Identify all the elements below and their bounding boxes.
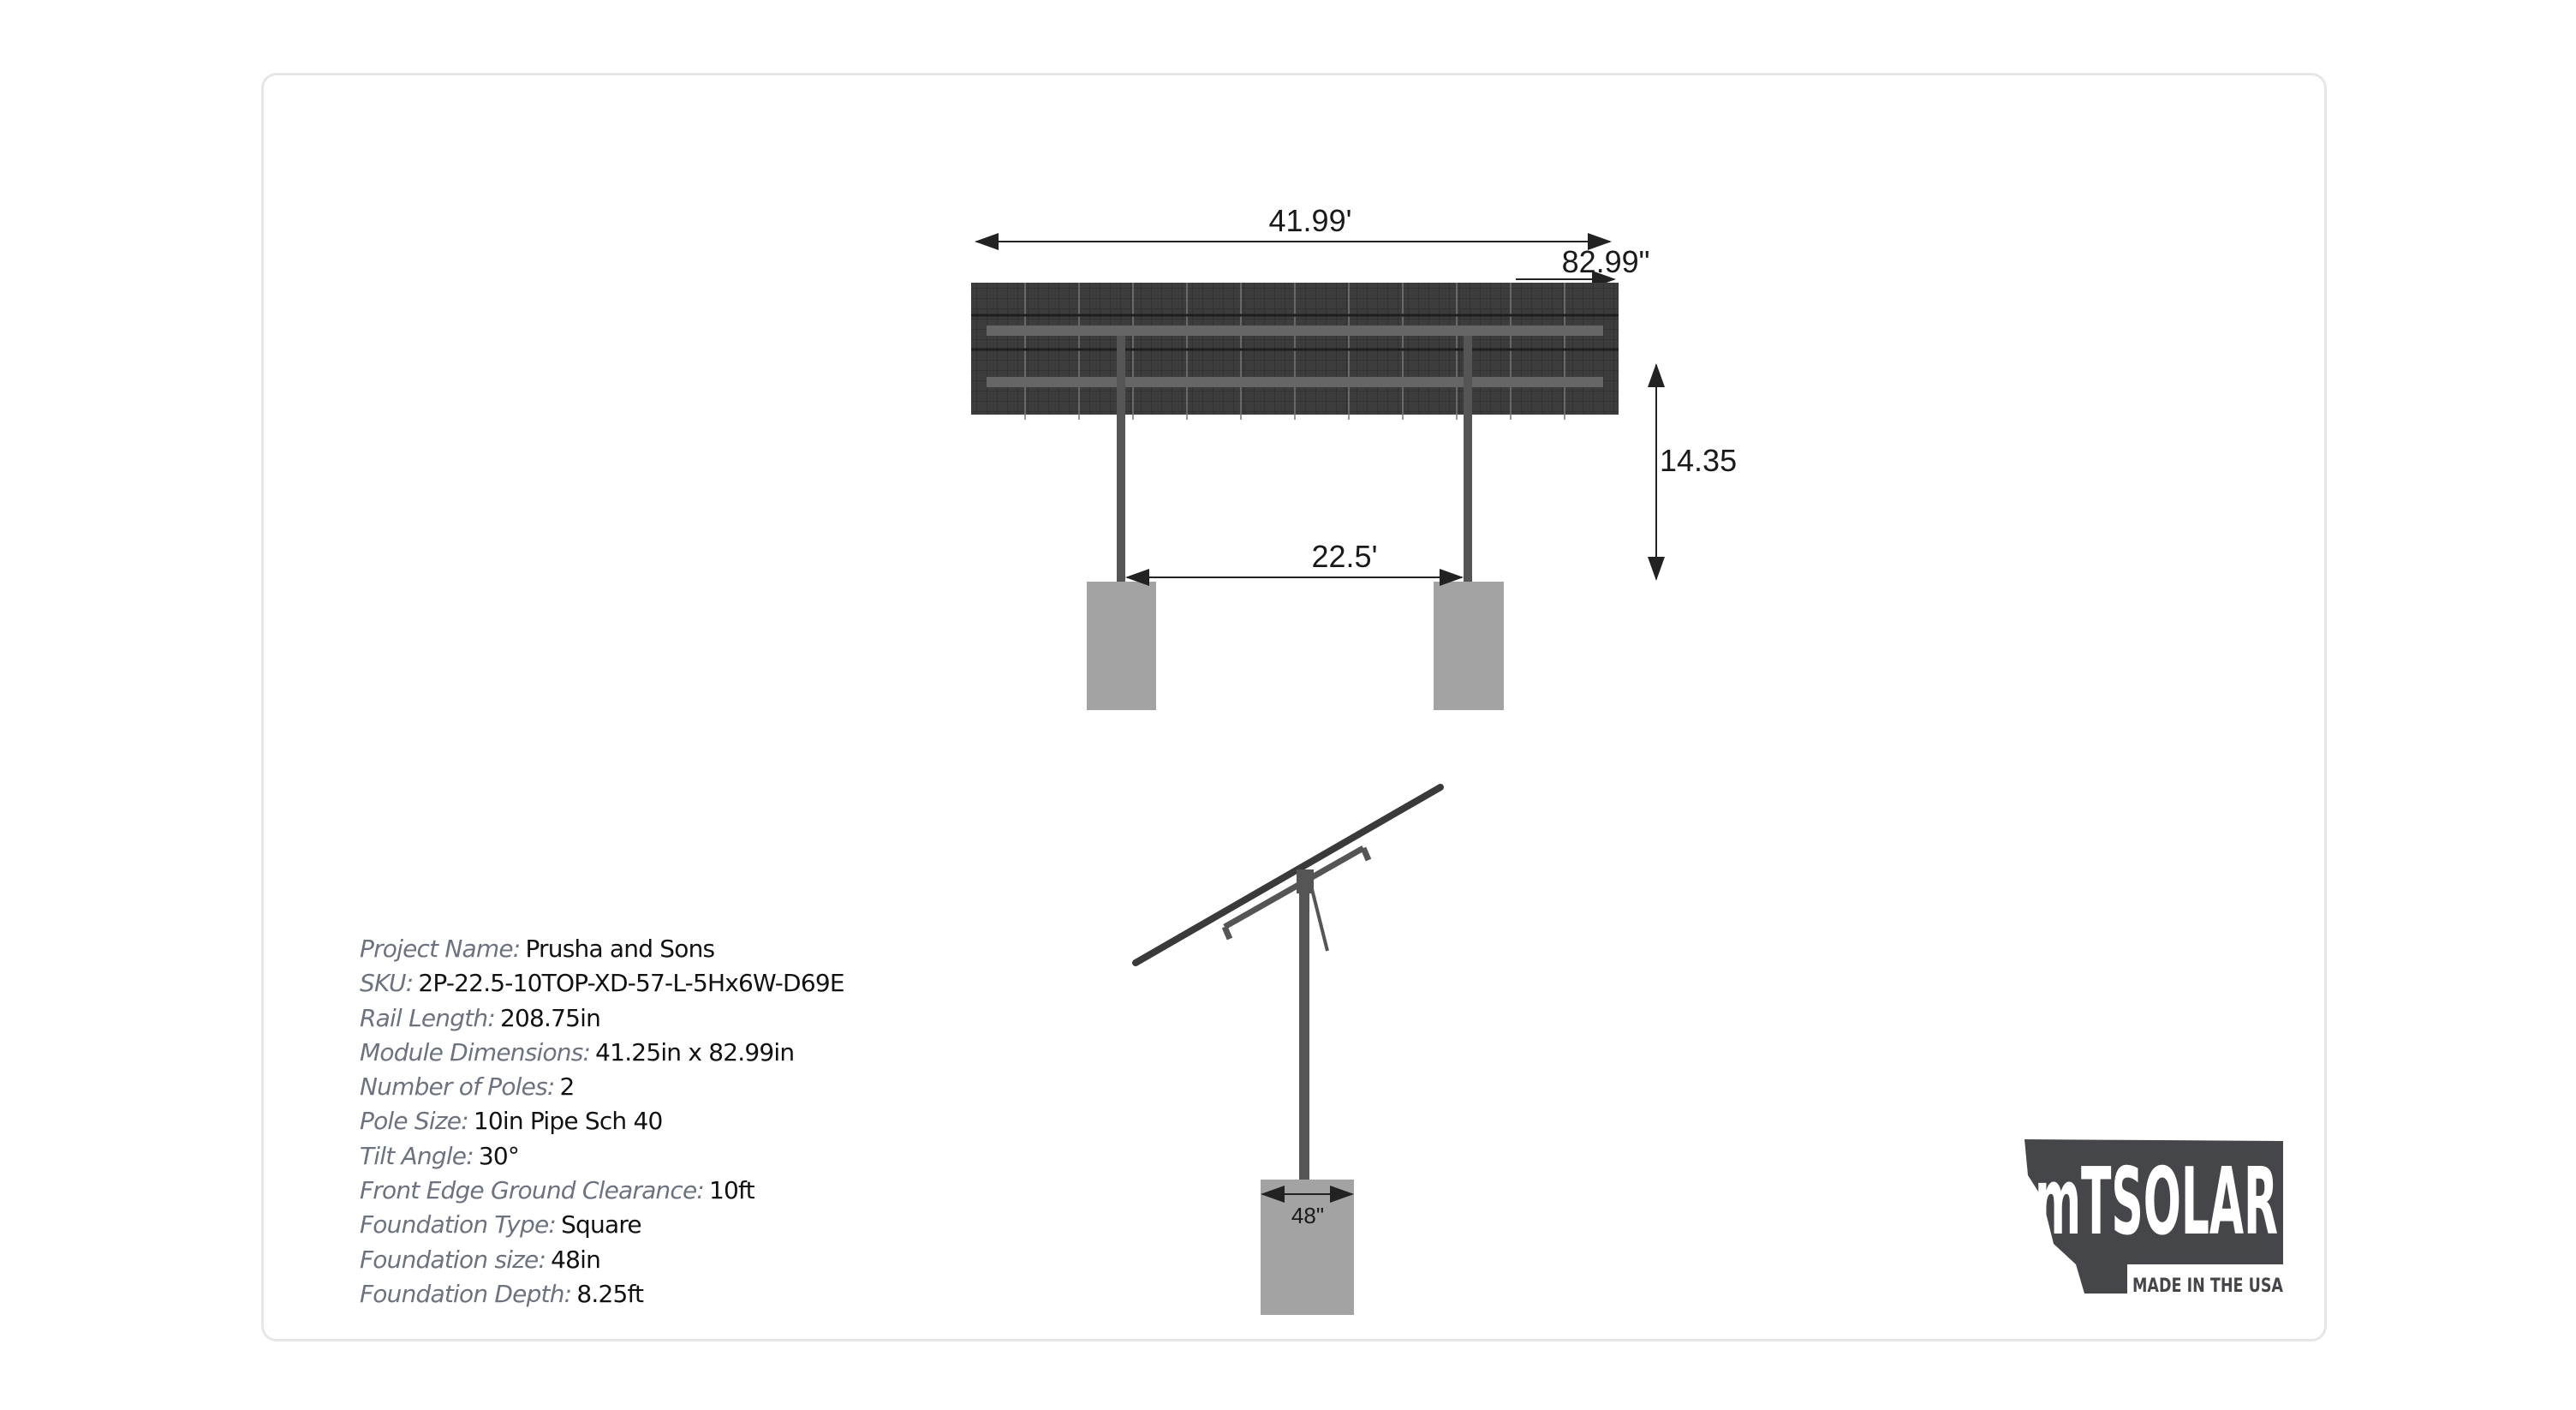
spec-label: Pole Size: bbox=[360, 1107, 469, 1136]
spec-label: Rail Length: bbox=[360, 1003, 496, 1032]
spec-row: Project Name:Prusha and Sons bbox=[360, 932, 844, 966]
spec-label: Foundation Type: bbox=[360, 1210, 557, 1240]
rail-bracket-left bbox=[1221, 925, 1233, 941]
spec-row: Foundation size:48in bbox=[360, 1243, 844, 1277]
spec-label: Module Dimensions: bbox=[360, 1037, 591, 1066]
side-pole bbox=[1299, 891, 1309, 1180]
spec-row: SKU:2P-22.5-10TOP-XD-57-L-5Hx6W-D69E bbox=[360, 966, 845, 1001]
spec-row: Number of Poles:2 bbox=[360, 1070, 844, 1104]
spec-row: Front Edge Ground Clearance:10ft bbox=[360, 1174, 844, 1208]
spec-value: Prusha and Sons bbox=[525, 935, 715, 963]
logo-brand: mTSOLAR bbox=[2035, 1149, 2278, 1256]
side-view: 48" bbox=[1132, 784, 1444, 1315]
spec-value: 2 bbox=[559, 1072, 575, 1102]
foundation-left bbox=[1087, 582, 1156, 710]
spec-label: SKU: bbox=[360, 969, 414, 998]
spec-row: Rail Length:208.75in bbox=[360, 1001, 844, 1036]
pole-right bbox=[1464, 336, 1472, 582]
spec-value: 208.75in bbox=[499, 1003, 601, 1032]
spec-value: 48in bbox=[551, 1245, 601, 1274]
spec-value: 41.25in x 82.99in bbox=[595, 1037, 795, 1066]
height-label: 14.35 bbox=[1660, 443, 1737, 478]
spec-row: Foundation Type:Square bbox=[360, 1208, 844, 1242]
spec-label: Foundation Depth: bbox=[360, 1279, 572, 1308]
tilt-brace bbox=[1309, 881, 1329, 952]
overall-width-label: 41.99' bbox=[1269, 203, 1352, 238]
logo-tagline: MADE IN THE USA bbox=[2132, 1276, 2283, 1297]
pole-spacing-label: 22.5' bbox=[1312, 539, 1378, 574]
foundation-right bbox=[1434, 582, 1504, 710]
spec-row: Foundation Depth:8.25ft bbox=[360, 1277, 844, 1311]
rail-bracket-right bbox=[1360, 846, 1372, 862]
spec-value: 30° bbox=[478, 1141, 520, 1170]
rail-bottom bbox=[987, 377, 1603, 387]
spec-value: 10in Pipe Sch 40 bbox=[473, 1107, 663, 1136]
side-rail bbox=[1223, 845, 1365, 930]
montana-shape-icon bbox=[2024, 1139, 2283, 1293]
spec-row: Pole Size:10in Pipe Sch 40 bbox=[360, 1104, 844, 1138]
rail-top bbox=[987, 326, 1603, 336]
module-dividers bbox=[971, 283, 1619, 420]
spec-row: Tilt Angle:30° bbox=[360, 1139, 844, 1174]
front-view: 41.99' 82.99" 22.5' 14.35 bbox=[971, 203, 1737, 710]
module-length-label: 82.99" bbox=[1562, 244, 1650, 279]
spec-row: Module Dimensions:41.25in x 82.99in bbox=[360, 1036, 844, 1070]
pole-head bbox=[1297, 869, 1314, 893]
spec-label: Foundation size: bbox=[360, 1245, 546, 1274]
spec-value: 2P-22.5-10TOP-XD-57-L-5Hx6W-D69E bbox=[418, 969, 844, 998]
solar-array-side bbox=[1132, 784, 1444, 966]
spec-value: Square bbox=[561, 1210, 642, 1240]
spec-label: Front Edge Ground Clearance: bbox=[360, 1176, 705, 1205]
spec-label: Tilt Angle: bbox=[360, 1141, 474, 1170]
spec-label: Project Name: bbox=[360, 935, 521, 963]
spec-label: Number of Poles: bbox=[360, 1072, 555, 1102]
mtsolar-logo: mTSOLAR MADE IN THE USA bbox=[2024, 1139, 2283, 1297]
spec-value: 10ft bbox=[709, 1176, 755, 1205]
spec-value: 8.25ft bbox=[576, 1279, 644, 1308]
side-foundation bbox=[1261, 1180, 1354, 1315]
pole-left bbox=[1117, 336, 1125, 582]
foundation-width-label: 48" bbox=[1291, 1203, 1324, 1228]
